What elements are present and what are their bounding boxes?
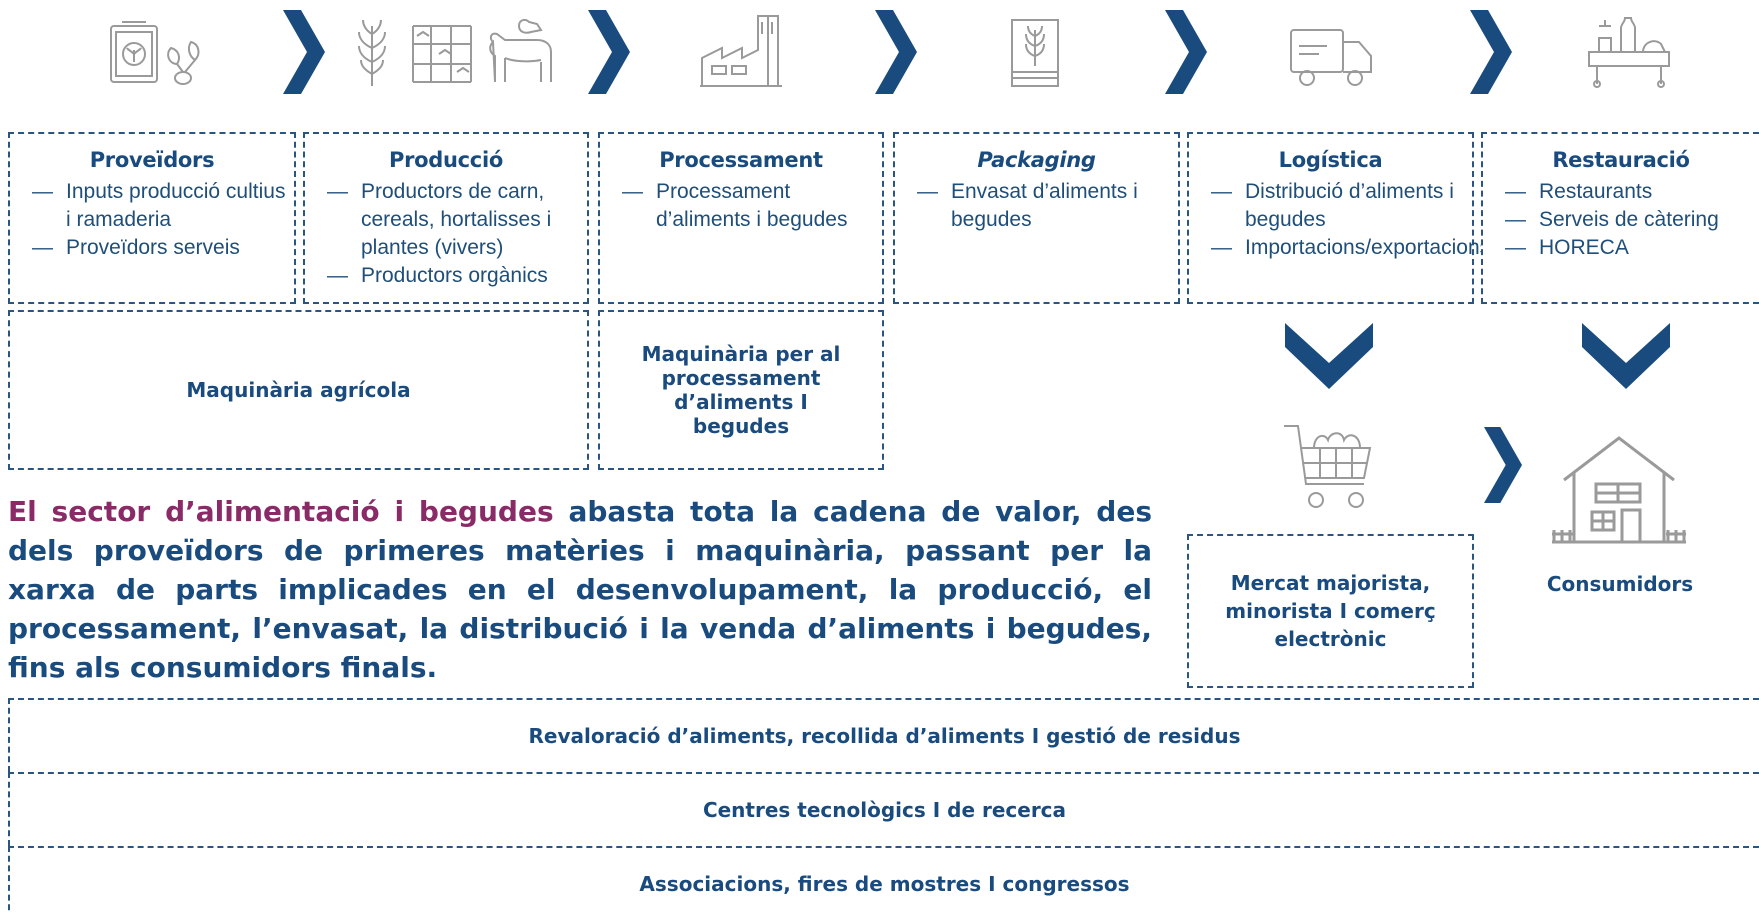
list-item: Restaurants (1505, 178, 1753, 206)
market-label: Mercat majorista, minorista I comerç ele… (1225, 571, 1436, 651)
list-item: HORECA (1505, 234, 1753, 262)
list-item: Inputs producció cultius i ramaderia (32, 178, 288, 234)
list-item: Productors orgànics (327, 262, 581, 290)
consumers-label: Consumidors (1546, 572, 1694, 596)
band-revaloracio: Revaloració d’aliments, recollida d’alim… (8, 698, 1759, 772)
band-label: Centres tecnològics I de recerca (702, 798, 1067, 822)
catering-table-icon (1585, 14, 1673, 90)
chevron-down-icon (1582, 323, 1670, 389)
chevron-right-icon (1484, 424, 1522, 506)
agri-machinery-label: Maquinària agrícola (186, 378, 411, 402)
chevron-right-icon (875, 10, 917, 94)
wheat-icon (353, 18, 391, 88)
food-machinery-box: Maquinària per al processament d’aliment… (598, 310, 884, 470)
seed-bag-icon (108, 20, 160, 86)
stage-title: Restauració (1552, 148, 1690, 172)
list-item: Productors de carn, cereals, hortalisses… (327, 178, 581, 262)
food-machinery-label: Maquinària per al processament d’aliment… (641, 342, 841, 438)
packaging-icon (1008, 16, 1062, 90)
band-label: Revaloració d’aliments, recollida d’alim… (528, 724, 1241, 748)
sprout-icon (163, 38, 203, 86)
stage-box-processament: Processament Processament d’aliments i b… (598, 132, 884, 304)
intro-highlight: El sector d’alimentació i begudes (8, 495, 554, 528)
stage-title: Producció (389, 148, 503, 172)
intro-body: abasta tota la cadena de valor, des dels… (8, 495, 1152, 684)
list-item: Serveis de càtering (1505, 206, 1753, 234)
chevron-right-icon (1470, 10, 1512, 94)
stage-title: Processament (659, 148, 823, 172)
list-item: Importacions/exportacions (1211, 234, 1490, 262)
list-item: Distribució d’aliments i begudes (1211, 178, 1466, 234)
list-item: Processament d’aliments i begudes (622, 178, 876, 234)
stage-box-packaging: Packaging Envasat d’aliments i begudes (893, 132, 1180, 304)
stage-title: Proveïdors (89, 148, 215, 172)
factory-icon (698, 10, 784, 90)
chevron-right-icon (588, 10, 630, 94)
truck-icon (1287, 24, 1375, 90)
stage-box-logistica: Logística Distribució d’aliments i begud… (1187, 132, 1490, 304)
shopping-cart-icon (1280, 418, 1378, 514)
band-centres: Centres tecnològics I de recerca (8, 772, 1759, 846)
stage-box-restauracio: Restauració Restaurants Serveis de càter… (1481, 132, 1759, 304)
chevron-right-icon (1165, 10, 1207, 94)
intro-paragraph: El sector d’alimentació i begudes abasta… (8, 492, 1152, 687)
market-box: Mercat majorista, minorista I comerç ele… (1187, 534, 1474, 688)
band-associacions: Associacions, fires de mostres I congres… (8, 846, 1759, 913)
field-grid-icon (409, 22, 475, 86)
chevron-right-icon (283, 10, 325, 94)
stage-title: Logística (1278, 148, 1383, 172)
chevron-down-icon (1285, 323, 1373, 389)
list-item: Envasat d’aliments i begudes (917, 178, 1172, 234)
livestock-icon (485, 16, 559, 88)
stage-box-produccio: Producció Productors de carn, cereals, h… (303, 132, 589, 304)
stage-box-proveidors: Proveïdors Inputs producció cultius i ra… (8, 132, 296, 304)
stage-title: Packaging (977, 148, 1096, 172)
list-item: Proveïdors serveis (32, 234, 288, 262)
agri-machinery-box: Maquinària agrícola (8, 310, 589, 470)
band-label: Associacions, fires de mostres I congres… (639, 872, 1130, 896)
house-icon (1548, 430, 1690, 546)
